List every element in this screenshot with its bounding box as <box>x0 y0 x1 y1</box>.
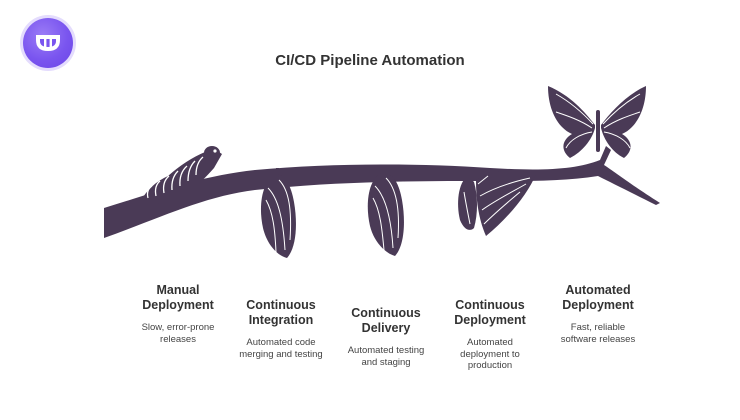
stage-title: Continuous Integration <box>246 298 316 327</box>
chrysalis-icon-2 <box>367 166 404 256</box>
stage-description: Automated code merging and testing <box>239 337 323 360</box>
stage-automated-deployment: Automated Deployment Fast, reliable soft… <box>544 283 652 345</box>
brand-logo-icon <box>36 35 60 51</box>
butterfly-icon <box>548 86 646 158</box>
stage-description: Fast, reliable software releases <box>560 322 636 345</box>
brand-logo <box>23 18 73 68</box>
stage-title: Automated Deployment <box>562 283 634 312</box>
chrysalis-icon-1 <box>260 168 296 258</box>
stage-continuous-integration: Continuous Integration Automated code me… <box>228 298 334 360</box>
caterpillar-icon <box>140 146 222 206</box>
stage-continuous-delivery: Continuous Delivery Automated testing an… <box>334 306 438 368</box>
page-title: CI/CD Pipeline Automation <box>275 52 465 69</box>
stage-description: Automated deployment to production <box>460 337 520 371</box>
stage-description: Automated testing and staging <box>347 345 425 368</box>
stage-manual-deployment: Manual Deployment Slow, error-prone rele… <box>128 283 228 345</box>
branch <box>104 146 660 238</box>
stage-continuous-deployment: Continuous Deployment Automated deployme… <box>438 298 542 372</box>
stage-description: Slow, error-prone releases <box>141 322 215 345</box>
stage-title: Continuous Delivery <box>351 306 421 335</box>
emerging-butterfly-icon <box>458 170 536 236</box>
stage-title: Manual Deployment <box>142 283 214 312</box>
stage-title: Continuous Deployment <box>454 298 526 327</box>
